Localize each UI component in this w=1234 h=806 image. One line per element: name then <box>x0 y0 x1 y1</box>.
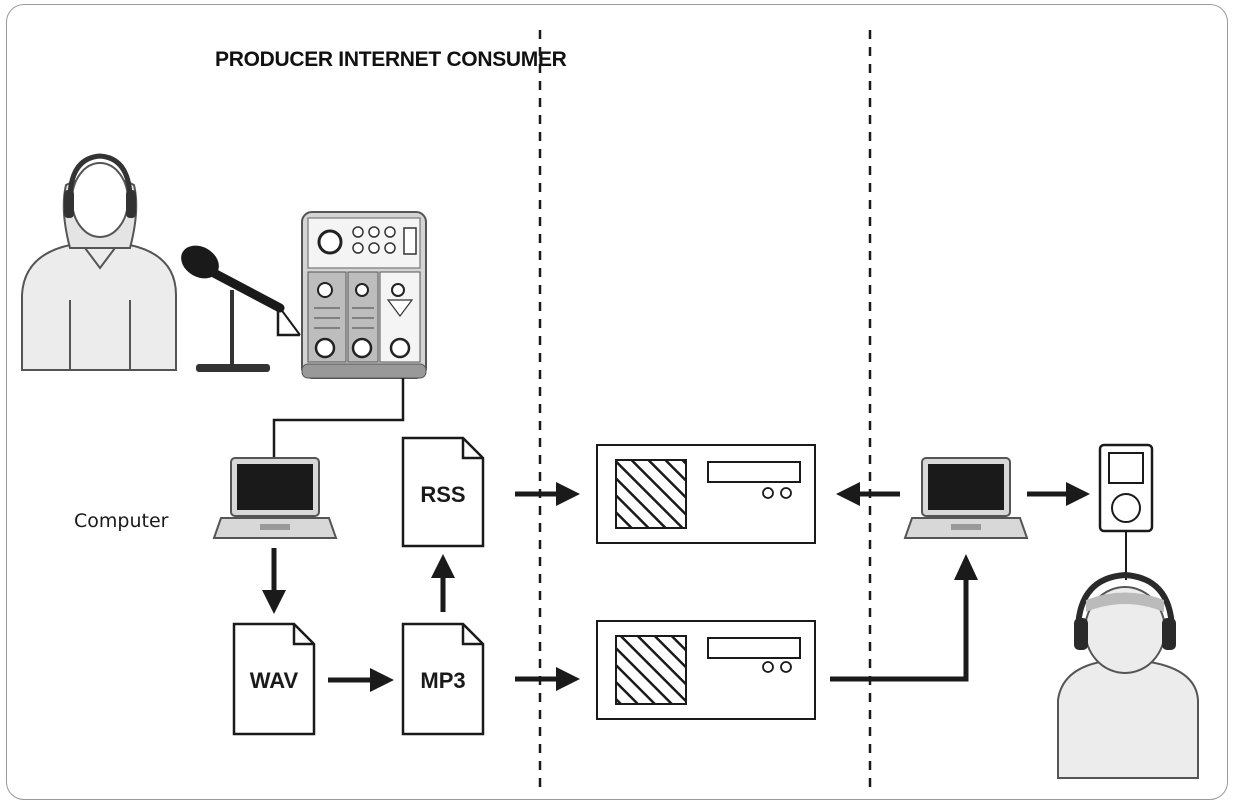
computer-label: Computer <box>74 510 169 532</box>
rss-server-icon <box>596 444 816 544</box>
file-rss-label: RSS <box>420 482 465 507</box>
diagram-heading: PRODUCER INTERNET CONSUMER <box>215 48 567 71</box>
arrow-server-to-consumer-laptop <box>830 554 978 682</box>
arrow-wav-to-mp3 <box>328 668 394 692</box>
consumer-person-icon <box>1057 571 1199 779</box>
audio-mixer-icon <box>301 211 427 379</box>
producer-person-icon <box>21 153 177 371</box>
file-wav-icon: WAV <box>232 622 316 736</box>
media-server-icon <box>596 620 816 720</box>
flow-arrows <box>262 482 1090 692</box>
media-player-icon <box>1098 443 1154 580</box>
arrow-mp3-to-server <box>515 667 580 691</box>
microphone-icon <box>181 245 301 372</box>
arrow-laptop-to-player <box>1027 482 1090 506</box>
file-mp3-label: MP3 <box>420 668 465 693</box>
diagram-frame <box>6 4 1228 800</box>
arrow-rss-to-server <box>515 482 580 506</box>
arrow-laptop-to-rss-server <box>836 482 900 506</box>
producer-laptop-icon <box>212 457 338 539</box>
file-mp3-icon: MP3 <box>401 622 485 736</box>
cables <box>272 308 405 458</box>
arrow-mp3-to-rss <box>431 554 455 612</box>
file-wav-label: WAV <box>250 668 299 693</box>
file-rss-icon: RSS <box>401 436 485 548</box>
consumer-laptop-icon <box>903 457 1029 539</box>
arrow-laptop-to-wav <box>262 548 286 614</box>
